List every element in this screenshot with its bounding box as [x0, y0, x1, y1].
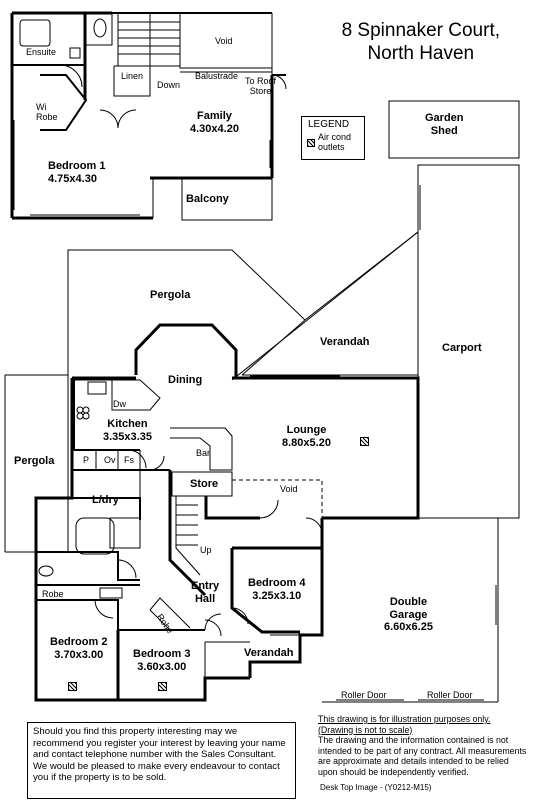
air-cond-outlet-bed3-icon [158, 682, 167, 691]
air-cond-icon [307, 139, 315, 147]
address-line-2: North Haven [367, 42, 475, 64]
property-address-title: 8 Spinnaker Court, North Haven [342, 20, 500, 66]
entry-hall-label: Entry Hall [191, 580, 220, 605]
verandah-bottom-label: Verandah [244, 647, 294, 659]
balustrade-label: Balustrade [195, 71, 239, 81]
footer-reference: Desk Top Image - (Y0212-M15) [320, 783, 432, 792]
family-room-label: Family 4.30x4.20 [190, 110, 239, 135]
roller-door-1-label: Roller Door [341, 690, 387, 700]
garden-shed-label: Garden Shed [425, 112, 464, 137]
bedroom-4-label: Bedroom 4 3.25x3.10 [248, 577, 306, 602]
legend-item-label: Air cond outlets [318, 132, 352, 152]
carport-label: Carport [442, 342, 482, 354]
double-garage-label: Double Garage 6.60x6.25 [384, 596, 433, 634]
pantry-label: P [83, 455, 90, 465]
disclaimer-body: The drawing and the information containe… [318, 735, 527, 777]
stairs-up-label: Up [200, 545, 212, 555]
bedroom-3-label: Bedroom 3 3.60x3.00 [133, 648, 191, 673]
upper-floor-walls [10, 11, 287, 221]
void-lower-label: Void [280, 484, 298, 494]
ground-floor-walls [4, 164, 520, 703]
verandah-top-label: Verandah [320, 336, 370, 348]
bedroom-2-label: Bedroom 2 3.70x3.00 [50, 636, 108, 661]
disclaimer-line-2: (Drawing is not to scale) [318, 724, 413, 735]
laundry-label: L/dry [92, 494, 119, 506]
oven-label: Ov [104, 455, 116, 465]
address-line-1: 8 Spinnaker Court, [341, 20, 500, 41]
bar-label: Bar [196, 448, 211, 458]
down-label: Down [157, 80, 181, 90]
disclaimer-line-1: This drawing is for illustration purpose… [318, 714, 491, 724]
dining-label: Dining [168, 374, 203, 386]
legend-heading: LEGEND [308, 119, 350, 130]
bedroom-1-label: Bedroom 1 4.75x4.30 [48, 160, 106, 185]
balcony-label: Balcony [186, 193, 229, 205]
enquiry-notice-box: Should you find this property interestin… [27, 722, 296, 799]
ensuite-label: Ensuite [26, 47, 57, 57]
store-label: Store [190, 478, 219, 490]
roller-door-2-label: Roller Door [427, 690, 473, 700]
lounge-label: Lounge 8.80x5.20 [282, 424, 331, 449]
garden-shed-outline [388, 100, 520, 159]
robe-left-label: Robe [42, 589, 64, 599]
pergola-left-label: Pergola [14, 455, 55, 467]
enquiry-notice-text: Should you find this property interestin… [33, 726, 286, 783]
air-cond-outlet-lounge-icon [360, 437, 369, 446]
air-cond-outlet-bed2-icon [68, 682, 77, 691]
dishwasher-label: Dw [113, 399, 126, 409]
wi-robe-label: Wi Robe [36, 102, 58, 123]
legend-box: LEGEND Air cond outlets [301, 116, 365, 160]
roof-store-label: To Roof Store [245, 76, 277, 97]
fridge-space-label: Fs [124, 455, 134, 465]
kitchen-label: Kitchen 3.35x3.35 [103, 418, 152, 443]
linen-label: Linen [121, 71, 144, 81]
void-upper-label: Void [215, 36, 233, 46]
disclaimer: This drawing is for illustration purpose… [318, 714, 528, 777]
pergola-top-label: Pergola [150, 289, 191, 301]
